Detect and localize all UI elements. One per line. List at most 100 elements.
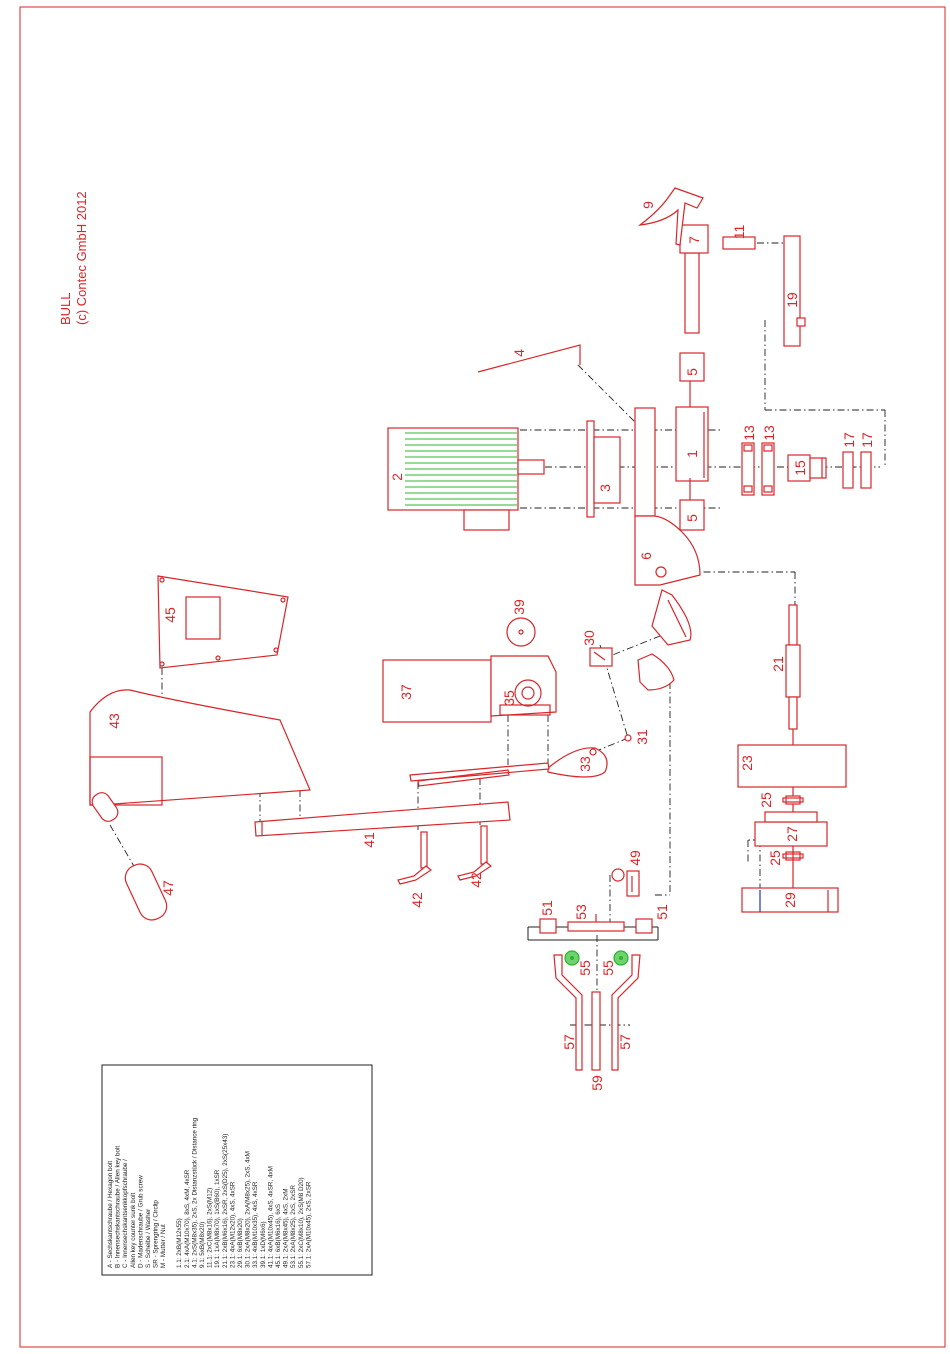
legend-abbreviation-3: Allen key counter sunk bolt — [130, 1192, 137, 1268]
label-part-23: 23 — [739, 755, 755, 771]
part-30-bracket — [589, 647, 613, 667]
label-part-5-lower: 5 — [684, 514, 700, 522]
part-21-shaft — [785, 604, 801, 745]
part-47-handle — [124, 863, 168, 921]
label-part-9: 9 — [640, 201, 656, 209]
label-part-42-a: 42 — [409, 892, 425, 908]
label-part-31: 31 — [634, 729, 650, 745]
label-part-49: 49 — [627, 850, 643, 866]
part-57-jaws — [553, 954, 641, 1071]
part-31-pin — [624, 734, 632, 742]
label-part-51-b: 51 — [654, 904, 670, 920]
label-part-19: 19 — [784, 292, 800, 308]
legend-item-12: 41.1: 4xA(M10x45), 4xS, 4xSR, 4xM — [267, 1166, 274, 1268]
legend-item-13: 45.1: 6xB(M6x16), 6xS — [275, 1204, 282, 1268]
part-5-coupling-upper — [679, 352, 705, 382]
part-19-plate — [783, 235, 806, 347]
legend-abbreviation-6: SR - Sprengring / Circlip — [153, 1200, 160, 1268]
part-9-tool — [637, 187, 704, 246]
legend-item-1: 2.1: 4xA(M10x70), 8xS, 4xM, 4xSR — [184, 1169, 191, 1268]
title-line-2: (c) Contec GmbH 2012 — [74, 191, 89, 325]
label-part-15: 15 — [792, 460, 808, 476]
part-5-coupling-lower — [679, 499, 705, 531]
label-part-55-a: 55 — [577, 960, 593, 976]
label-part-13-b: 13 — [761, 425, 777, 441]
legend-abbreviation-2: C - Innensechskantsenkkopfschraube / — [122, 1159, 129, 1268]
legend-frame — [101, 1064, 373, 1276]
label-part-55-b: 55 — [600, 960, 616, 976]
label-part-33: 33 — [577, 756, 593, 772]
legend-abbreviation-4: D - Madenschraube / Grub screw — [137, 1175, 144, 1268]
part-labels: 1 2 3 4 5 5 6 7 9 11 13 13 15 17 17 19 2… — [106, 201, 875, 1091]
part-3-flange — [586, 420, 621, 518]
title-line-1: BULL — [58, 292, 73, 325]
label-part-25-a: 25 — [758, 792, 774, 808]
part-2-motor — [387, 427, 545, 531]
legend-item-4: 11.1: 2xC(M8x16), 2xS(M12) — [207, 1188, 214, 1268]
part-49-sensor — [611, 868, 640, 897]
part-15-coupling — [787, 454, 827, 482]
part-33-lever — [547, 747, 608, 778]
part-23-block — [737, 744, 847, 788]
part-42-levers — [397, 825, 493, 885]
label-part-37: 37 — [398, 684, 414, 700]
link-plates — [637, 589, 692, 691]
label-part-43: 43 — [106, 713, 122, 729]
part-43-body — [89, 689, 311, 822]
part-55-rollers — [564, 950, 629, 966]
legend-item-5: 19.1: 1xA(M8x70), 1xS(B60), 1xSR — [214, 1169, 221, 1268]
part-11-pin — [722, 236, 756, 250]
part-35-gear — [490, 655, 557, 717]
label-part-29: 29 — [782, 892, 798, 908]
label-part-2: 2 — [389, 473, 405, 481]
legend-item-9: 30.1: 2xA(M8x20), 2xA(M8x25), 2xS, 4xM — [245, 1151, 252, 1268]
legend-item-2: 4.1: 2xS(M8x35), 2xS, 2x Distanzstück / … — [191, 1117, 198, 1268]
part-41-table — [254, 762, 550, 837]
part-39-knob — [506, 617, 536, 647]
label-part-41: 41 — [361, 832, 377, 848]
part-17-rings — [842, 451, 872, 489]
label-part-30: 30 — [581, 630, 597, 646]
part-45-plate — [157, 575, 289, 669]
part-29-motor — [741, 887, 839, 913]
legend-item-0: 1.1: 2xB(M12x55) — [176, 1218, 183, 1268]
label-part-4: 4 — [511, 349, 527, 357]
label-part-47: 47 — [160, 880, 176, 896]
label-part-51-a: 51 — [539, 900, 555, 916]
part-51-53-slides — [527, 914, 659, 941]
label-part-21: 21 — [770, 656, 786, 672]
part-59-blade — [591, 991, 601, 1071]
label-part-11: 11 — [731, 225, 747, 240]
legend-abbreviation-5: S - Scheibe / Washer — [145, 1209, 152, 1268]
legend-item-3: 9.1: 5xB(M8x20) — [199, 1222, 206, 1268]
part-6-housing — [634, 407, 701, 586]
label-part-13-a: 13 — [741, 425, 757, 441]
label-part-25-b: 25 — [767, 850, 783, 866]
legend-abbreviation-7: M - Mutter / Nut — [160, 1224, 167, 1268]
legend-item-11: 39.1: 1xD(M6x6) — [260, 1221, 267, 1268]
part-25-couplings — [782, 787, 804, 888]
title-block: BULL (c) Contec GmbH 2012 — [58, 191, 89, 325]
label-part-59: 59 — [589, 1075, 605, 1091]
label-part-3: 3 — [597, 484, 613, 492]
legend-item-6: 21.1: 2xB(M6x16), 2xSR, 2xS(D25), 2xS(25… — [222, 1134, 229, 1268]
legend-item-14: 49.1: 2xA(M8x45), 4xS, 2xM — [283, 1189, 290, 1268]
legend-abbreviation-1: B - Innensechskantschraube / Allen key b… — [115, 1146, 122, 1268]
part-13-bearings — [741, 442, 775, 496]
label-part-39: 39 — [511, 599, 527, 615]
label-part-35: 35 — [501, 690, 517, 706]
legend-abbreviation-0: A - Sechskantschraube / Hexagon bolt — [107, 1161, 114, 1268]
part-4-cover — [477, 344, 581, 373]
label-part-42-b: 42 — [468, 872, 484, 888]
legend-item-8: 29.1: 6xB(M8x20) — [237, 1218, 244, 1268]
sheet-border — [19, 6, 946, 1348]
label-part-27: 27 — [784, 826, 800, 842]
part-27-gear — [754, 811, 828, 847]
label-part-5-upper: 5 — [684, 368, 700, 376]
label-part-57-b: 57 — [617, 1034, 633, 1050]
label-part-17-a: 17 — [841, 432, 857, 448]
legend-item-17: 57.1: 2xA(M10x45), 2xS, 2xSR — [305, 1181, 312, 1268]
legend-item-16: 55.1: 2xC(M8x10), 2xS(M8 D20) — [298, 1177, 305, 1268]
